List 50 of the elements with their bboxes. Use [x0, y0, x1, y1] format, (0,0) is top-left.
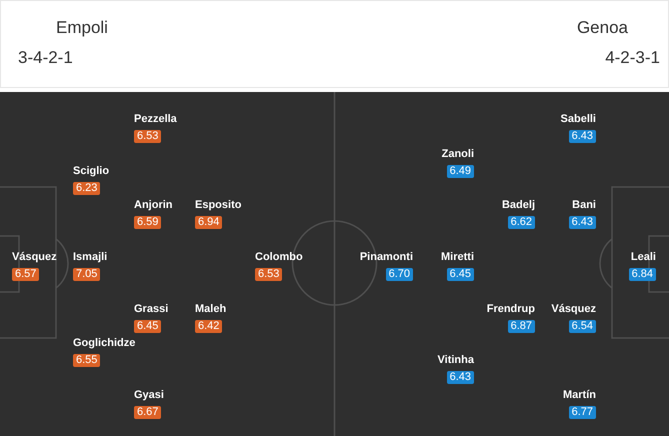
player-rating: 6.84: [628, 268, 656, 281]
player-rating: 6.43: [568, 130, 596, 143]
player-name: Maleh: [195, 302, 226, 316]
header-panel: [0, 0, 669, 88]
player-name: Zanoli: [442, 147, 474, 161]
player-name: Vitinha: [438, 353, 474, 367]
player-rating: 6.87: [508, 320, 535, 333]
player-name: Leali: [630, 250, 656, 264]
player-name: Anjorin: [134, 198, 172, 212]
player-rating: 6.45: [134, 320, 162, 333]
player-rating: 6.67: [134, 406, 162, 419]
player-name: Miretti: [441, 250, 474, 264]
player-rating: 6.70: [386, 268, 413, 281]
player-rating: 6.45: [446, 268, 474, 281]
player-name: Colombo: [255, 250, 303, 264]
player-rating: 6.53: [134, 130, 162, 143]
player-name: Vásquez: [551, 302, 596, 316]
player-rating: 6.49: [446, 165, 474, 178]
player-name: Esposito: [195, 198, 242, 212]
player-name: Martín: [563, 388, 596, 402]
player-name: Pezzella: [134, 112, 177, 126]
player-rating: 6.94: [195, 216, 222, 229]
player-rating: 6.43: [446, 371, 474, 384]
player-rating: 6.23: [73, 182, 100, 195]
player-rating: 6.43: [568, 216, 596, 229]
formation: 3-4-2-1: [18, 47, 73, 69]
player-name: Grassi: [134, 302, 168, 316]
player-name: Ismajli: [73, 250, 108, 264]
player-name: Sabelli: [560, 112, 596, 126]
football-pitch: [0, 92, 669, 436]
player-name: Frendrup: [486, 302, 535, 316]
player-name: Goglichidze: [73, 336, 136, 350]
player-rating: 6.59: [134, 216, 162, 229]
player-rating: 6.53: [255, 268, 282, 281]
player-rating: 6.62: [508, 216, 535, 229]
player-rating: 7.05: [73, 268, 100, 281]
player-rating: 6.55: [73, 354, 100, 367]
player-name: Pinamonti: [360, 250, 413, 264]
formation: 4-2-3-1: [605, 47, 660, 69]
player-rating: 6.57: [12, 268, 40, 281]
player-name: Bani: [572, 198, 596, 212]
player-rating: 6.42: [195, 320, 222, 333]
team-name: Genoa: [576, 17, 628, 39]
player-name: Badelj: [502, 198, 535, 212]
player-name: Sciglio: [73, 164, 110, 178]
player-name: Gyasi: [134, 388, 164, 402]
player-name: Vásquez: [12, 250, 57, 264]
player-rating: 6.54: [568, 320, 596, 333]
player-rating: 6.77: [568, 406, 596, 419]
team-name: Empoli: [56, 17, 108, 39]
